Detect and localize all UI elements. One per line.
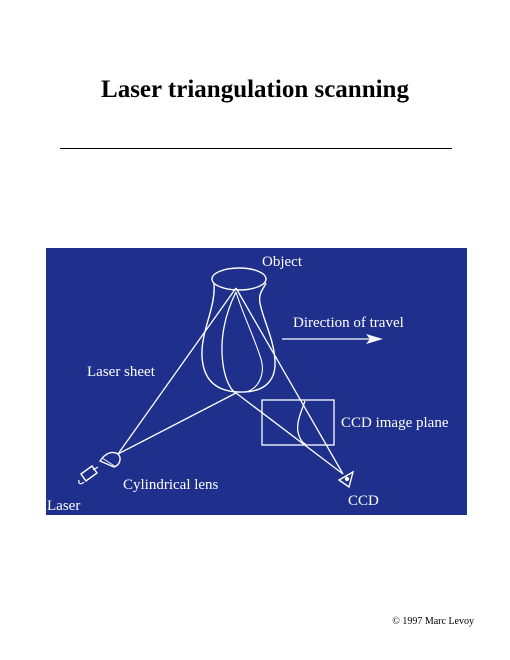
diagram-canvas: Object Direction of travel Laser sheet C…: [47, 254, 449, 514]
image-plane-profile-curve: [296, 400, 307, 445]
reflected-ray-bottom: [235, 392, 344, 475]
label-ccd: CCD: [348, 493, 379, 509]
label-object: Object: [262, 254, 303, 270]
arrow-right-icon: [282, 334, 383, 344]
ccd-image-plane-box: [261, 399, 335, 446]
label-cylindrical-lens: Cylindrical lens: [123, 477, 219, 493]
label-laser-sheet: Laser sheet: [87, 364, 156, 380]
label-laser: Laser: [47, 498, 80, 514]
laser-icon: [78, 465, 99, 485]
vase-icon: [201, 267, 276, 394]
label-ccd-image-plane: CCD image plane: [341, 415, 449, 431]
page-title: Laser triangulation scanning: [101, 76, 409, 103]
laser-sheet-ray-top: [117, 287, 237, 455]
label-direction-of-travel: Direction of travel: [293, 315, 404, 331]
reflected-ray-top: [235, 287, 344, 475]
cylindrical-lens-icon: [98, 451, 121, 468]
copyright-notice: © 1997 Marc Levoy: [392, 616, 474, 627]
laser-sheet-ray-bottom: [117, 392, 237, 455]
title-divider: [60, 148, 452, 149]
ccd-camera-icon: [337, 470, 355, 489]
triangulation-diagram: Object Direction of travel Laser sheet C…: [46, 248, 467, 515]
